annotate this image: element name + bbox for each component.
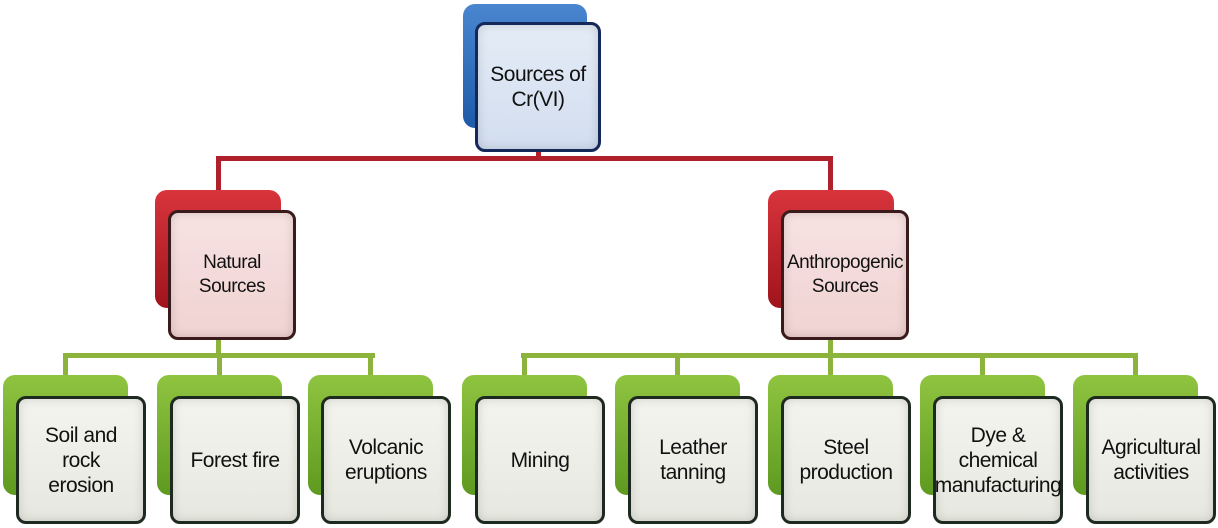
leaf-node: Mining [475,396,605,524]
leaf-node: Leather tanning [628,396,758,524]
root-node-label: Sources of Cr(VI) [490,63,586,111]
natural-sources-node: Natural Sources [168,210,296,340]
leaf-node-label: Leather tanning [659,436,727,484]
leaf-node: Volcanic eruptions [321,396,451,524]
leaf-node: Forest fire [170,396,300,524]
root-node: Sources of Cr(VI) [475,22,601,152]
connector-leaf [828,353,833,377]
connector-leaf [1133,353,1138,377]
connector-anthropogenic [828,156,833,192]
leaf-node-label: Volcanic eruptions [345,436,427,484]
leaf-node: Soil and rock erosion [16,396,146,524]
connector-leaf [980,353,985,377]
connector-leaf [63,353,68,377]
leaf-node-label: Forest fire [190,448,280,472]
leaf-node: Dye & chemical manufacturing [933,396,1063,524]
connector-natural [216,156,221,192]
leaf-node-label: Soil and rock erosion [45,423,117,497]
leaf-node-label: Agricultural activities [1101,436,1201,484]
connector-category-bar [216,156,833,161]
connector-leaf [217,353,222,377]
connector-root [536,148,541,160]
anthropogenic-sources-node-label: Anthropogenic Sources [786,252,904,297]
connector-leaf [522,353,527,377]
connector-leaf [675,353,680,377]
natural-sources-node-label: Natural Sources [198,252,266,297]
leaf-node-label: Dye & chemical manufacturing [934,423,1062,497]
leaf-node-label: Steel production [799,436,893,484]
connector-anthro-stem [828,338,833,356]
anthropogenic-sources-node: Anthropogenic Sources [781,210,909,340]
leaf-node: Agricultural activities [1086,396,1216,524]
connector-leaf [368,353,373,377]
connector-natural-stem [216,338,221,356]
leaf-node-label: Mining [510,448,570,472]
leaf-node: Steel production [781,396,911,524]
